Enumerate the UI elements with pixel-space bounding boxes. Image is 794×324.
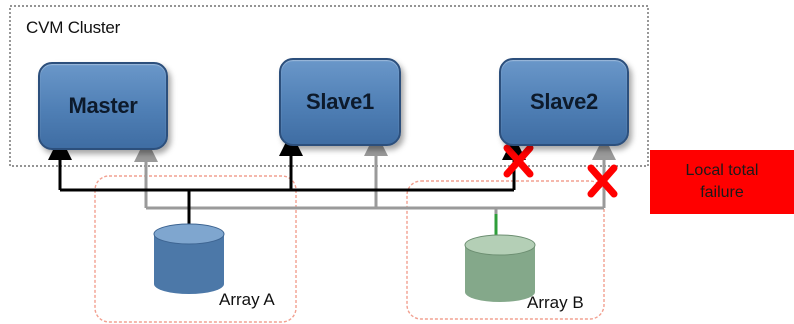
array-a-label: Array A	[219, 290, 275, 309]
fail-x-icon	[587, 164, 618, 198]
array-b-path	[134, 132, 616, 214]
local-failure-callout: Local total failure	[650, 150, 794, 214]
array-b-group-outline	[406, 180, 605, 320]
slave2-node-label: Slave2	[530, 89, 598, 114]
array-a-group-outline	[94, 175, 297, 323]
cvm-cluster-boundary	[9, 5, 649, 167]
slave2-node: Slave2	[499, 58, 629, 146]
cvm-cluster-label: CVM Cluster	[26, 18, 121, 37]
array-a-path	[48, 132, 526, 260]
array-b-cylinder	[464, 234, 536, 302]
fail-x-icon	[503, 144, 534, 178]
array-a-cylinder	[153, 223, 225, 294]
array-b-label: Array B	[527, 293, 584, 312]
slave1-node: Slave1	[279, 58, 401, 146]
master-node-label: Master	[68, 93, 138, 118]
local-failure-label: Local total failure	[685, 162, 759, 201]
slave1-node-label: Slave1	[306, 89, 374, 114]
master-node: Master	[38, 62, 168, 150]
